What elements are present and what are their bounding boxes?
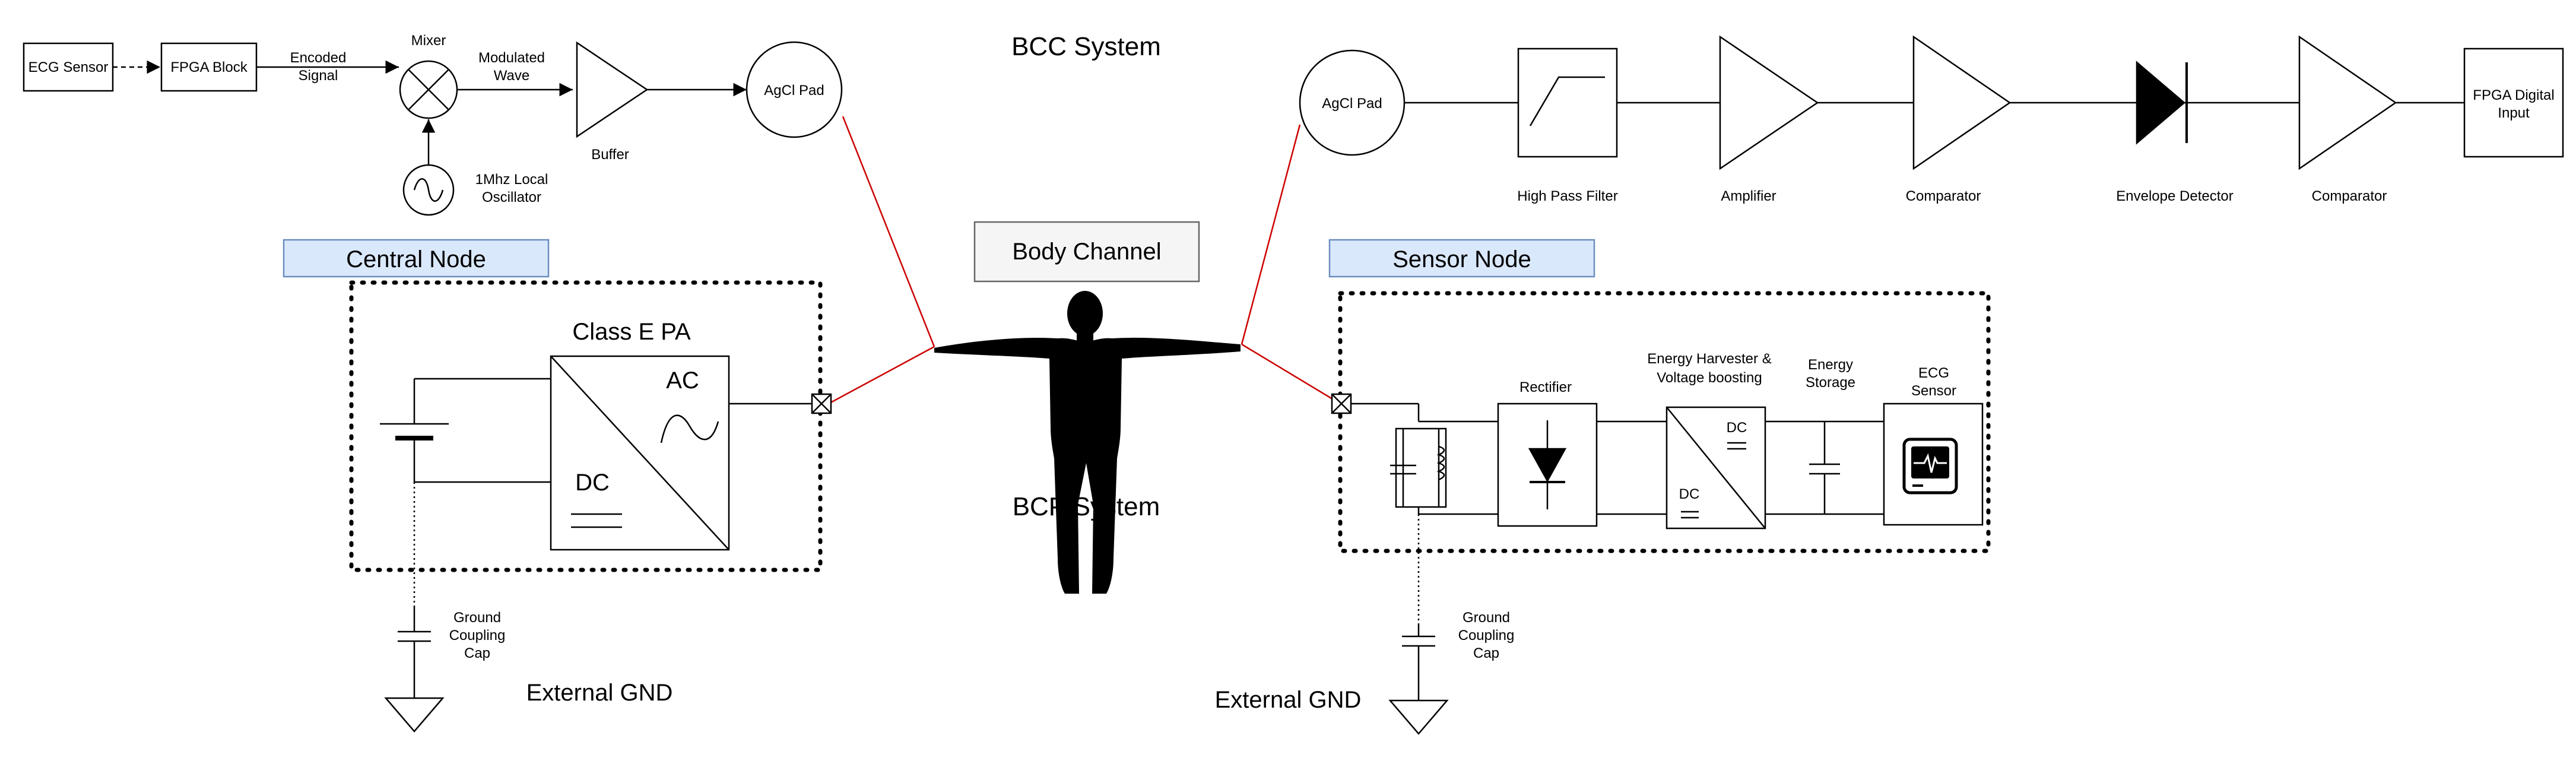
bcc-system-title: BCC System — [1011, 32, 1161, 61]
harvester-dc-top-label: DC — [1727, 420, 1747, 436]
sensor-node-boundary — [1338, 291, 1991, 553]
receiver-labels: AgCl Pad High Pass Filter Amplifier Comp… — [1322, 87, 2554, 204]
central-node-label: Central Node — [346, 246, 486, 272]
fpga-digital-input-block — [2463, 47, 2564, 158]
svg-text:Coupling: Coupling — [1458, 627, 1515, 644]
transmitter-labels: ECG Sensor FPGA Block Encoded Signal Mix… — [28, 33, 824, 205]
rx-agcl-pad-label: AgCl Pad — [1322, 96, 1382, 112]
human-body-icon — [934, 291, 1241, 594]
ecg-sensor-block — [23, 42, 114, 92]
buffer-label: Buffer — [591, 147, 629, 163]
ecg-sensor-node-label: ECG — [1918, 365, 1949, 381]
svg-text:Sensor: Sensor — [1911, 383, 1956, 399]
buffer-symbol — [576, 41, 649, 138]
class-e-pa-label: Class E PA — [572, 319, 691, 345]
body-wires — [828, 116, 1341, 405]
transmitter-chain — [23, 41, 843, 216]
oscillator-label: 1Mhz Local — [475, 172, 548, 188]
right-external-gnd-label: External GND — [1215, 687, 1362, 713]
energy-harvester-label: Energy Harvester & — [1647, 351, 1771, 367]
comparator-1-symbol — [1912, 35, 2012, 170]
ground-symbol-right — [1388, 699, 1449, 735]
left-external-gnd-label: External GND — [526, 680, 673, 706]
fpga-block — [160, 42, 258, 92]
fpga-digital-input-label: FPGA Digital — [2473, 87, 2554, 103]
sensor-node-label: Sensor Node — [1392, 246, 1531, 272]
svg-text:Cap: Cap — [464, 645, 490, 661]
rectifier-label: Rectifier — [1519, 379, 1572, 395]
amplifier-label: Amplifier — [1721, 188, 1776, 204]
central-node-labels: Class E PA AC DC Ground Coupling Cap Ext… — [449, 319, 699, 706]
central-node-boundary — [349, 280, 823, 572]
modulated-wave-label: Modulated — [478, 50, 545, 66]
svg-text:Voltage boosting: Voltage boosting — [1657, 370, 1762, 386]
lc-tank — [1395, 427, 1447, 508]
receiver-chain — [1299, 35, 2564, 170]
high-pass-filter-block — [1517, 47, 1618, 158]
encoded-signal-label: Encoded — [290, 50, 347, 66]
left-ground-cap-label: Ground — [453, 610, 501, 626]
amplifier-symbol — [1719, 35, 1819, 170]
bcp-system-title: BCP System — [1013, 492, 1160, 521]
ecg-monitor-icon — [1902, 438, 1958, 495]
ac-label: AC — [666, 367, 699, 394]
ecg-sensor-label: ECG Sensor — [28, 59, 109, 75]
svg-text:Cap: Cap — [1473, 645, 1499, 661]
svg-text:Coupling: Coupling — [449, 627, 506, 644]
high-pass-filter-label: High Pass Filter — [1517, 188, 1617, 204]
comparator-1-label: Comparator — [1906, 188, 1981, 204]
envelope-detector-label: Envelope Detector — [2116, 188, 2233, 204]
svg-text:Oscillator: Oscillator — [482, 189, 541, 205]
ground-symbol-left — [384, 697, 445, 733]
mixer-label: Mixer — [411, 33, 446, 49]
central-node-circuit — [380, 355, 832, 733]
diode-symbol — [2136, 61, 2185, 145]
right-ground-cap-label: Ground — [1463, 610, 1510, 626]
comparator-2-symbol — [2298, 35, 2397, 170]
energy-storage-label: Energy — [1808, 357, 1853, 373]
svg-text:Wave: Wave — [494, 68, 529, 84]
tx-agcl-pad — [745, 41, 843, 138]
harvester-dc-bottom-label: DC — [1679, 486, 1700, 502]
fpga-block-label: FPGA Block — [170, 59, 248, 75]
svg-text:Storage: Storage — [1806, 375, 1855, 391]
svg-text:Input: Input — [2498, 105, 2530, 121]
dc-label: DC — [575, 470, 610, 496]
body-channel-box — [973, 221, 1200, 283]
body-channel-label: Body Channel — [1012, 239, 1161, 265]
central-node-label-box — [283, 239, 550, 278]
sensor-node-labels: Rectifier Energy Harvester & Voltage boo… — [1215, 351, 1956, 713]
comparator-2-label: Comparator — [2312, 188, 2387, 204]
tx-agcl-pad-label: AgCl Pad — [764, 83, 824, 99]
svg-text:Signal: Signal — [299, 68, 338, 84]
sensor-node-circuit — [1331, 393, 1984, 735]
sensor-node-label-box — [1328, 239, 1595, 278]
rx-agcl-pad — [1299, 49, 1406, 156]
